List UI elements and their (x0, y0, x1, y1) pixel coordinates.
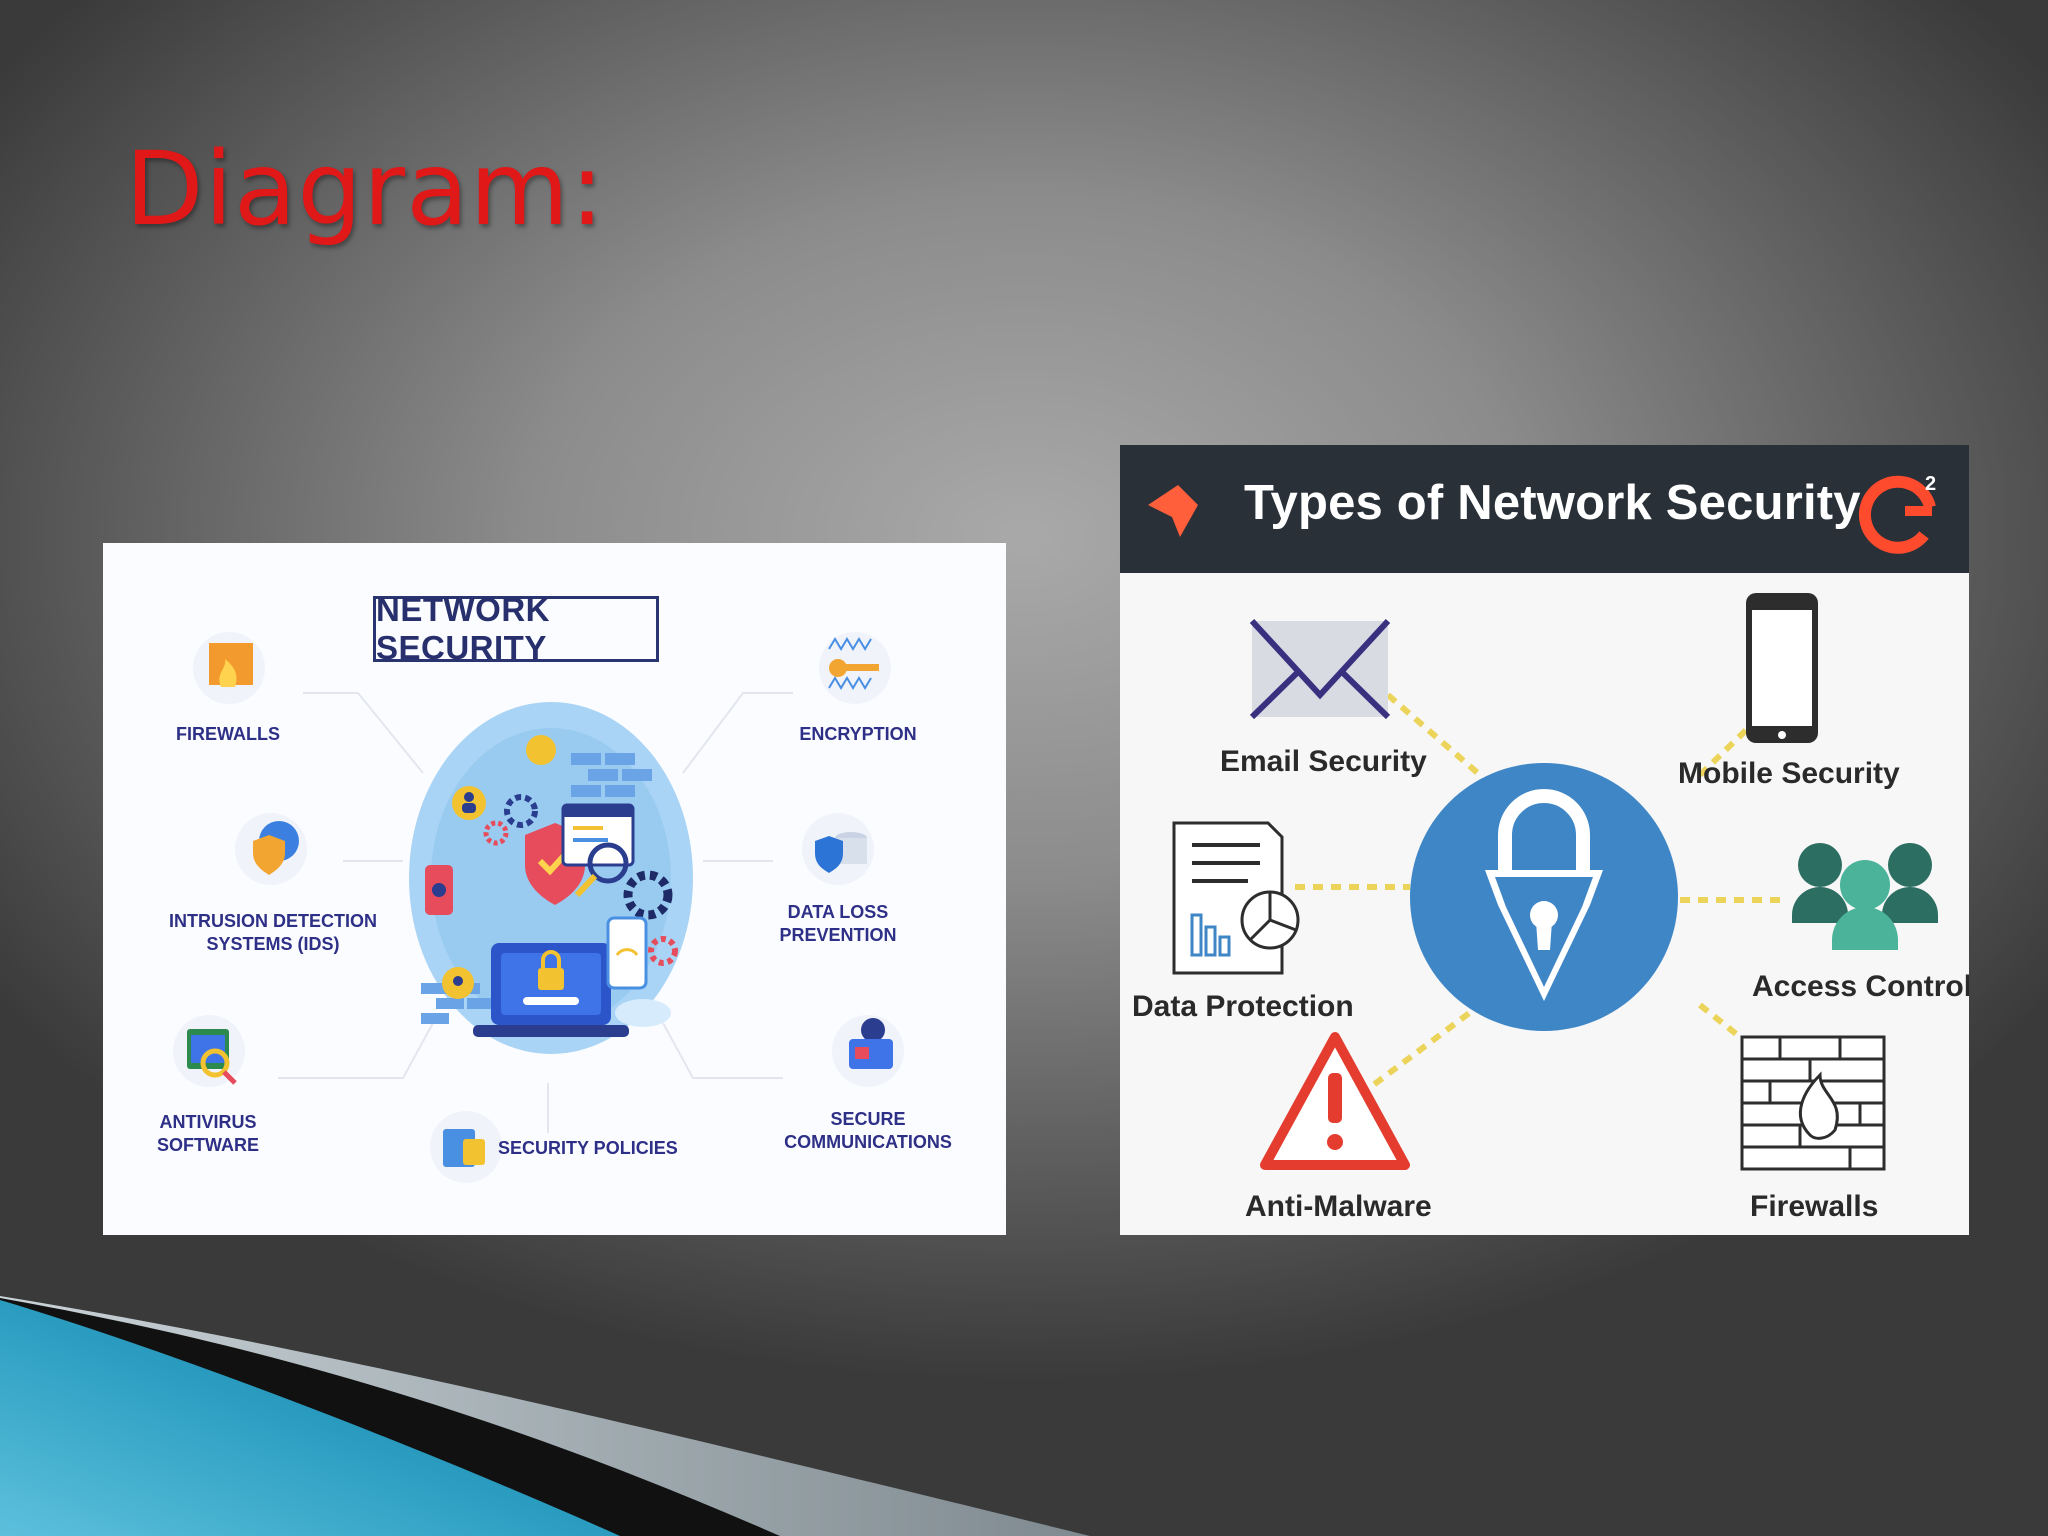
brand-logo-icon (1148, 485, 1198, 537)
mobile-security-label: Mobile Security (1678, 757, 1900, 790)
data-loss-prevention-label: DATA LOSS PREVENTION (779, 902, 897, 945)
antivirus-label: ANTIVIRUS SOFTWARE (157, 1112, 259, 1155)
anti-malware-warning-icon (1260, 1032, 1410, 1170)
data-protection-document-icon (1172, 821, 1300, 975)
security-policies-label: SECURITY POLICIES (498, 1138, 678, 1158)
g2-logo-icon (1859, 475, 1936, 554)
slide-title: Diagram: (125, 130, 606, 249)
types-of-network-security-infographic: Types of Network Security 2 Email Securi… (1120, 445, 1969, 1235)
mobile-phone-icon (1746, 593, 1818, 743)
access-control-users-icon (1792, 843, 1938, 950)
g2-badge-number: 2 (1925, 473, 1937, 495)
firewalls-label: FIREWALLS (176, 724, 280, 744)
anti-malware-label: Anti-Malware (1245, 1190, 1432, 1223)
network-security-infographic: NETWORK SECURITY FIREWALLS INTRUSION DET… (103, 543, 1006, 1235)
data-protection-label: Data Protection (1132, 990, 1354, 1023)
firewall-brick-icon (1740, 1035, 1886, 1171)
access-control-label: Access Control (1752, 970, 1969, 1003)
email-envelope-icon (1249, 618, 1391, 720)
network-security-title: NETWORK SECURITY (373, 591, 659, 666)
ids-label: INTRUSION DETECTION SYSTEMS (IDS) (168, 911, 377, 954)
network-security-artwork (173, 632, 904, 1183)
types-artwork (1148, 475, 1938, 1171)
secure-communications-label: SECURE COMMUNICATIONS (784, 1109, 952, 1152)
encryption-label: ENCRYPTION (799, 724, 917, 744)
email-security-label: Email Security (1220, 745, 1427, 778)
types-title: Types of Network Security (1244, 476, 1861, 530)
types-header (1120, 445, 1969, 573)
firewalls-label: Firewalls (1750, 1190, 1879, 1223)
